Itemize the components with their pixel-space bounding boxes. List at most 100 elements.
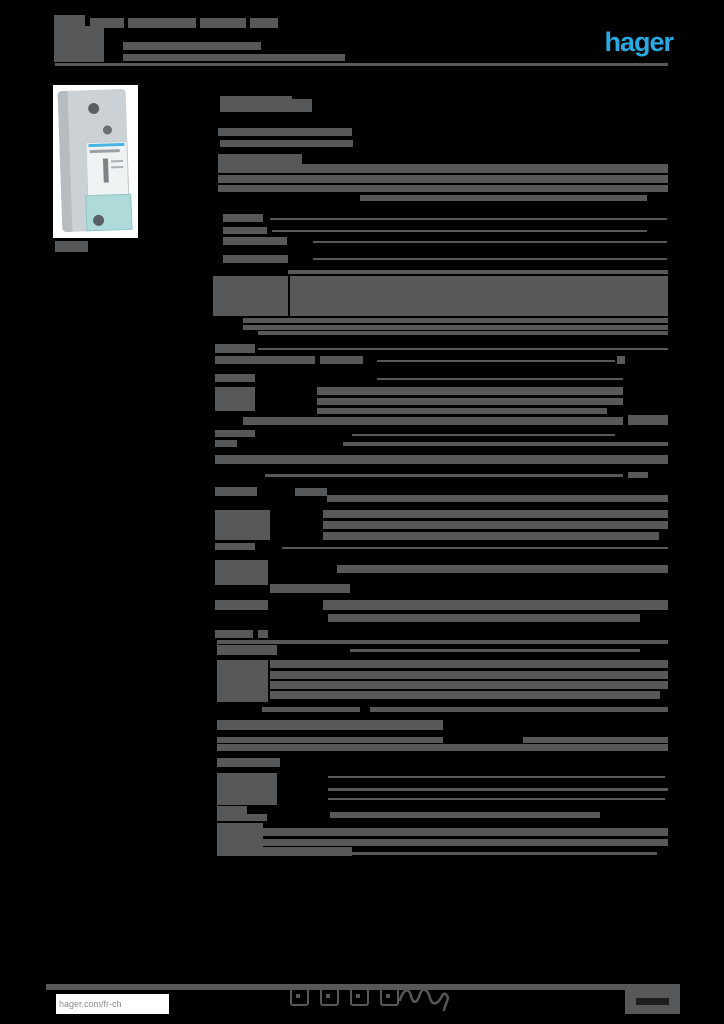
redacted-text-bar (215, 344, 255, 353)
redacted-text-bar (330, 812, 600, 818)
redacted-text-bar (223, 227, 267, 234)
website-url[interactable]: hager.com/fr-ch (59, 999, 122, 1009)
redacted-text-bar (243, 839, 668, 846)
redacted-text-bar (292, 99, 312, 112)
device-label-text (89, 149, 120, 154)
redacted-text-bar (337, 565, 668, 573)
footer-brand-text (636, 998, 669, 1005)
redacted-text-bar (290, 276, 668, 316)
social-media-icon-3-icon[interactable] (350, 988, 369, 1006)
redacted-text-bar (317, 387, 623, 395)
redacted-text-bar (243, 318, 668, 323)
device-edge (57, 90, 73, 233)
redacted-text-bar (217, 773, 277, 805)
device-label-text (111, 165, 124, 169)
redacted-text-bar (243, 325, 668, 330)
redacted-text-bar (628, 415, 668, 425)
redacted-text-bar (270, 584, 350, 593)
redacted-text-bar (272, 455, 668, 464)
device-faceplate (85, 140, 130, 197)
redacted-text-bar (320, 356, 363, 364)
redacted-text-bar (327, 495, 668, 502)
redacted-text-bar (217, 660, 268, 702)
redacted-text-bar (272, 230, 647, 232)
redacted-text-bar (323, 600, 668, 610)
redacted-text-bar (343, 442, 668, 446)
redacted-text-bar (350, 649, 640, 652)
redacted-text-bar (215, 356, 315, 364)
redacted-text-bar (218, 128, 352, 136)
hager-logo: hager (604, 27, 674, 57)
redacted-text-bar (360, 195, 647, 201)
social-media-icon-1-icon[interactable] (290, 988, 309, 1006)
redacted-text-bar (352, 852, 657, 855)
redacted-text-bar (217, 720, 263, 730)
device-toggle-lever (102, 158, 109, 183)
redacted-text-bar (243, 417, 623, 425)
redacted-text-bar (288, 270, 668, 274)
redacted-text-bar (328, 614, 640, 622)
redacted-text-bar (218, 175, 668, 183)
redacted-text-bar (628, 472, 648, 478)
redacted-text-bar (123, 54, 345, 61)
redacted-text-bar (217, 640, 668, 644)
redacted-text-bar (215, 430, 255, 437)
redacted-text-bar (217, 758, 280, 767)
redacted-text-bar (123, 42, 261, 50)
website-url-box: hager.com/fr-ch (56, 994, 169, 1014)
redacted-text-bar (377, 378, 623, 380)
redacted-text-bar (200, 18, 246, 28)
header-divider (55, 63, 668, 66)
redacted-text-bar (217, 847, 352, 856)
redacted-text-bar (258, 331, 668, 335)
redacted-text-bar (215, 510, 270, 540)
redacted-text-bar (270, 691, 660, 699)
redacted-text-bar (377, 360, 615, 362)
din-relay-device-image (57, 88, 133, 233)
redacted-text-bar (243, 828, 668, 836)
redacted-text-bar (270, 681, 668, 689)
redacted-text-bar (215, 560, 268, 585)
footer-brand-box (625, 987, 680, 1014)
redacted-text-bar (215, 630, 253, 638)
redacted-text-bar (215, 440, 237, 447)
redacted-text-bar (215, 455, 272, 464)
redacted-text-bar (223, 214, 263, 222)
redacted-text-bar (223, 255, 288, 263)
redacted-text-bar (85, 26, 104, 62)
social-media-icon-4-icon[interactable] (380, 988, 399, 1006)
redacted-text-bar (215, 543, 255, 550)
redacted-text-bar (90, 18, 124, 28)
redacted-text-bar (317, 398, 623, 405)
redacted-text-bar (220, 140, 353, 147)
redacted-text-bar (250, 18, 278, 28)
redacted-text-bar (317, 408, 607, 414)
redacted-text-bar (217, 744, 668, 751)
redacted-text-bar (328, 776, 665, 778)
redacted-text-bar (617, 356, 625, 364)
redacted-text-bar (218, 185, 668, 192)
redacted-text-bar (270, 660, 668, 668)
redacted-text-bar (323, 532, 659, 540)
redacted-text-bar (54, 15, 85, 62)
redacted-text-bar (218, 164, 668, 173)
footer-divider (46, 984, 680, 990)
redacted-text-bar (220, 96, 292, 112)
redacted-text-bar (217, 814, 267, 821)
device-terminal-cover (85, 193, 133, 232)
redacted-text-bar (217, 737, 443, 743)
redacted-text-bar (270, 218, 667, 220)
redacted-text-bar (262, 707, 360, 712)
redacted-text-bar (215, 374, 255, 382)
redacted-text-bar (295, 488, 327, 496)
product-photo (53, 85, 138, 238)
terminal-screw-icon (102, 125, 113, 135)
redacted-text-bar (215, 600, 268, 610)
social-media-icon-2-icon[interactable] (320, 988, 339, 1006)
redacted-text-bar (313, 258, 667, 260)
device-label-text (111, 159, 124, 163)
redacted-text-bar (265, 474, 623, 477)
redacted-text-bar (523, 737, 668, 743)
redacted-text-bar (217, 645, 277, 655)
